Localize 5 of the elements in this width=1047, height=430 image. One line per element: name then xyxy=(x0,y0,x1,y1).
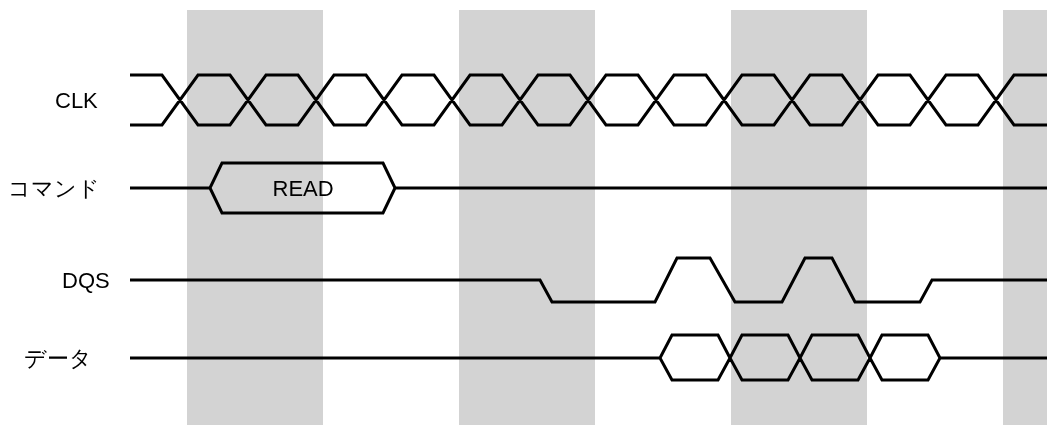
signal-label: DQS xyxy=(62,268,110,294)
bus-value: READ xyxy=(272,176,334,202)
signal-label: データ xyxy=(24,346,92,372)
signal-label: コマンド xyxy=(8,176,100,202)
signal-label: CLK xyxy=(55,88,98,114)
